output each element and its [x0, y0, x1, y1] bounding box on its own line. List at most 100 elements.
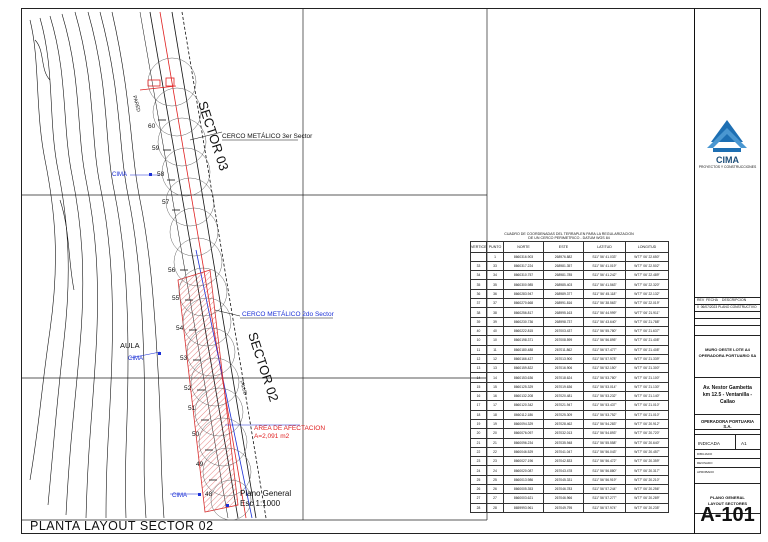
plan-line1: PLANO GENERAL	[710, 495, 745, 500]
table-cell: 268976.882	[543, 251, 584, 262]
table-cell: 8660112.186	[503, 409, 544, 420]
table-cell: 8660003.621	[503, 493, 544, 504]
address-line3: Callao	[719, 399, 735, 405]
table-cell: 267042.833	[543, 456, 584, 467]
table-cell: W77° 06' 21.140"	[625, 391, 669, 402]
table-cell: S11° 56' 56.472"	[583, 456, 626, 467]
rev-cell: 0	[697, 305, 699, 309]
table-cell: S11° 56' 53.437"	[583, 400, 626, 411]
table-cell: S11° 56' 52.150"	[583, 363, 626, 374]
table-cell: 8660270.668	[503, 298, 544, 309]
table-cell: S11° 56' 56.895"	[583, 335, 626, 346]
table-cell: 21	[486, 437, 504, 448]
table-cell: W77° 06' 21.911"	[625, 307, 669, 318]
table-cell: 8660283.947	[503, 288, 544, 300]
table-cell: 34	[470, 270, 487, 281]
cerco-2do-label: CERCO METÁLICO 2do Sector	[242, 309, 335, 318]
table-cell: W77° 06' 20.289"	[625, 493, 669, 504]
coordinate-table-title-line2: DE UN CERCO PERIMETRICO - DATUM WGS 84	[528, 236, 610, 241]
cima-label-mid: CIMA	[128, 356, 143, 362]
table-cell: 8660159.822	[503, 363, 544, 374]
escala-label: Esc 1:1000	[240, 499, 281, 508]
point-label: 58	[157, 171, 165, 178]
table-cell: 22	[470, 446, 487, 458]
table-cell: W77° 06' 20.210"	[625, 474, 669, 486]
rev-cell: PLANO CONSTRUCTIVO	[718, 305, 757, 309]
table-cell: W77° 06' 21.788"	[625, 316, 669, 327]
table-header-cell: PUNTO	[486, 240, 504, 253]
point-label: 54	[176, 325, 184, 332]
leader-lines	[189, 131, 333, 319]
table-cell: S11° 56' 53.752"	[583, 409, 626, 420]
table-cell: 8660180.488	[503, 344, 544, 355]
pared-label: PARED	[131, 95, 141, 113]
table-cell: 33	[486, 260, 504, 272]
table-cell: W77° 06' 21.637"	[625, 325, 669, 337]
table-cell: 8660256.817	[503, 307, 544, 318]
table-cell: S11° 56' 41.242"	[583, 270, 626, 281]
table-cell: 38	[486, 307, 504, 318]
table-cell: W77° 06' 22.320"	[625, 279, 669, 290]
point-label: 52	[184, 385, 192, 392]
table-cell: 268989.377	[543, 288, 584, 300]
table-cell: S11° 56' 45.118"	[583, 288, 626, 300]
table-cell: S11° 56' 55.558"	[583, 437, 626, 448]
point-label: 51	[188, 405, 196, 412]
table-cell: 12	[486, 353, 504, 365]
table-cell: 37	[486, 298, 504, 309]
point-label: 49	[196, 461, 204, 468]
table-cell: 268981.357	[543, 260, 584, 272]
address-line2: km 12.5 - Ventanilla -	[702, 392, 753, 398]
tb-divider	[695, 414, 760, 415]
table-cell: S11° 56' 53.780"	[583, 372, 626, 383]
table-cell: 1	[486, 251, 504, 262]
client-name: OPERADORA PORTUARIA S.A.	[700, 419, 755, 429]
table-cell: S11° 56' 54.283"	[583, 418, 626, 430]
aprobado-label: APROBADO	[697, 470, 715, 474]
table-cell: 267025.309	[543, 409, 584, 420]
table-cell: 8660317.224	[503, 260, 544, 272]
table-cell: W77° 06' 20.912"	[625, 418, 669, 430]
table-cell: W77° 06' 22.650"	[625, 251, 669, 262]
table-cell: W77° 06' 21.339"	[625, 353, 669, 365]
coordinate-table: CUADRO DE COORDENADAS DEL TERRAPLEN PARA…	[470, 232, 669, 513]
tb-divider	[695, 325, 760, 326]
table-cell: 20	[486, 428, 504, 439]
tb-divider	[695, 377, 760, 378]
rev-row: 0 06/07/2023 PLANO CONSTRUCTIVO	[697, 305, 758, 310]
tick-marks	[158, 119, 217, 481]
table-cell: W77° 06' 21.010"	[625, 400, 669, 411]
table-cell: 40	[470, 325, 487, 337]
table-cell: 267028.462	[543, 418, 584, 430]
table-cell: 36	[486, 288, 504, 300]
table-cell: 23	[470, 456, 487, 467]
table-header-cell: LONGITUD	[625, 240, 669, 253]
table-cell: 8660132.208	[503, 391, 544, 402]
table-cell: 39	[470, 316, 487, 327]
table-cell: 267019.636	[543, 381, 584, 393]
point-labels: 60 59 58 57 56 55 54 53 52 51 50 49 48	[148, 123, 213, 498]
table-cell: W77° 06' 20.457"	[625, 446, 669, 458]
table-cell: 8660230.736	[503, 316, 544, 327]
table-cell: 28	[486, 502, 504, 513]
tb-divider	[695, 513, 760, 514]
table-header-cell: ESTE	[543, 240, 584, 253]
area-value: A=2,091 m2	[254, 433, 290, 440]
table-cell: 267043.478	[543, 465, 584, 476]
table-cell: S11° 56' 55.780"	[583, 325, 626, 337]
table-cell: 267013.900	[543, 353, 584, 365]
tb-divider	[695, 429, 760, 430]
logo-subtitle: PROYECTOS Y CONSTRUCCIONES	[698, 165, 757, 169]
rev-header-cell: REV	[697, 298, 705, 302]
